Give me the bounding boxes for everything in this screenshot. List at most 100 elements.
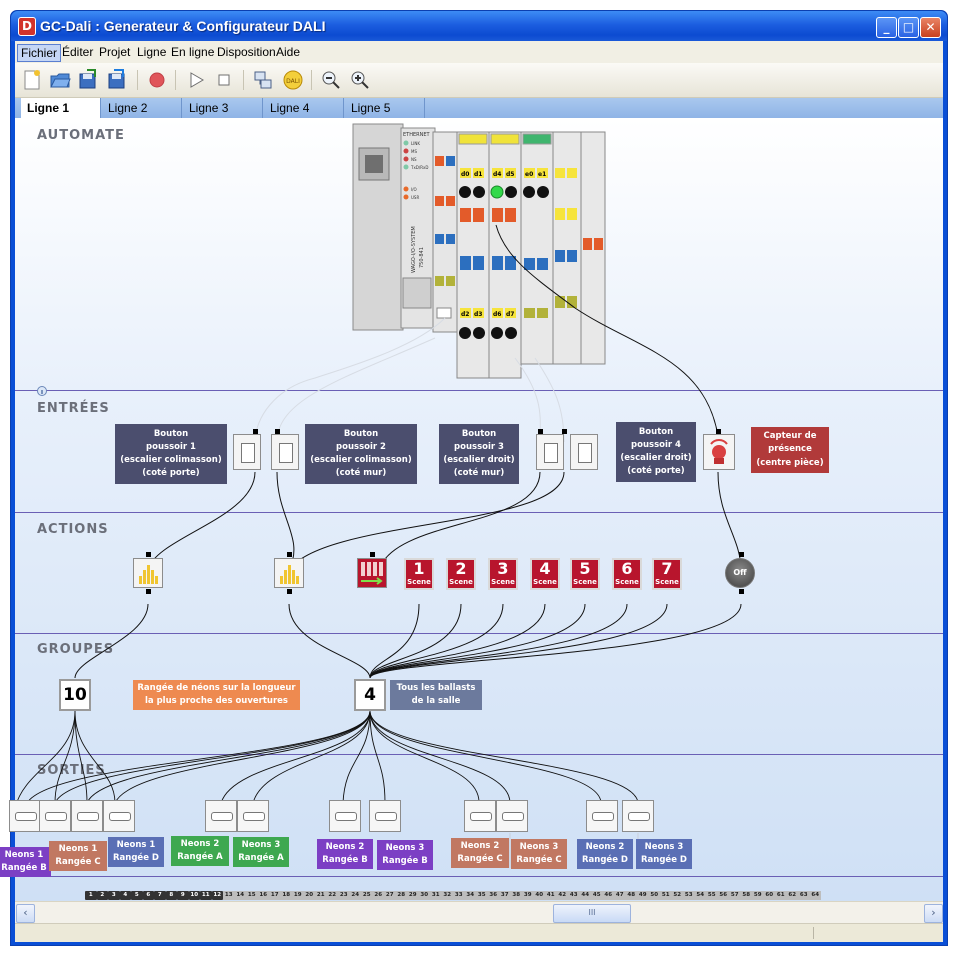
address-free[interactable]: 18: [280, 891, 292, 900]
address-free[interactable]: 47: [614, 891, 626, 900]
title-bar[interactable]: D GC-Dali : Generateur & Configurateur D…: [11, 11, 947, 41]
address-free[interactable]: 23: [338, 891, 350, 900]
address-free[interactable]: 62: [786, 891, 798, 900]
address-free[interactable]: 31: [430, 891, 442, 900]
ballast-icon[interactable]: [9, 800, 41, 832]
address-used[interactable]: 3: [108, 891, 120, 900]
address-free[interactable]: 33: [453, 891, 465, 900]
address-free[interactable]: 22: [326, 891, 338, 900]
maximize-icon[interactable]: □: [898, 17, 919, 38]
zoom-in-icon[interactable]: [349, 69, 371, 91]
address-free[interactable]: 19: [292, 891, 304, 900]
presence-sensor-icon[interactable]: [703, 434, 735, 470]
pushbutton-2-icon[interactable]: [271, 434, 299, 470]
address-free[interactable]: 52: [671, 891, 683, 900]
ballast-icon[interactable]: [496, 800, 528, 832]
dimmer-action-icon[interactable]: [133, 558, 163, 588]
address-used[interactable]: 7: [154, 891, 166, 900]
menu-aide[interactable]: Aide: [276, 45, 301, 59]
scroll-right-icon[interactable]: ›: [924, 904, 943, 923]
group-4-icon[interactable]: 4: [354, 679, 386, 711]
dali-lamp-icon[interactable]: DALI: [282, 69, 304, 91]
minimize-icon[interactable]: _: [876, 17, 897, 38]
scroll-thumb[interactable]: III: [553, 904, 631, 923]
address-free[interactable]: 50: [648, 891, 660, 900]
address-used[interactable]: 12: [211, 891, 223, 900]
tab-ligne-4[interactable]: Ligne 4: [264, 98, 344, 118]
port-dot[interactable]: [287, 589, 292, 594]
address-free[interactable]: 29: [407, 891, 419, 900]
port-dot[interactable]: [562, 429, 567, 434]
address-free[interactable]: 20: [303, 891, 315, 900]
address-used[interactable]: 1: [85, 891, 97, 900]
address-free[interactable]: 16: [257, 891, 269, 900]
address-used[interactable]: 11: [200, 891, 212, 900]
port-dot[interactable]: [370, 552, 375, 557]
address-used[interactable]: 4: [119, 891, 131, 900]
address-used[interactable]: 5: [131, 891, 143, 900]
address-free[interactable]: 21: [315, 891, 327, 900]
pushbutton-1-icon[interactable]: [233, 434, 261, 470]
stop-icon[interactable]: [213, 69, 235, 91]
port-dot[interactable]: [146, 552, 151, 557]
menu-disposition[interactable]: Disposition: [217, 45, 276, 59]
address-free[interactable]: 51: [660, 891, 672, 900]
horizontal-scrollbar[interactable]: ‹ III ›: [15, 901, 943, 923]
menu-editer[interactable]: Éditer: [62, 45, 94, 59]
record-icon[interactable]: [146, 69, 168, 91]
pushbutton-4-icon[interactable]: [570, 434, 598, 470]
address-free[interactable]: 14: [234, 891, 246, 900]
address-used[interactable]: 9: [177, 891, 189, 900]
address-free[interactable]: 63: [798, 891, 810, 900]
tab-ligne-2[interactable]: Ligne 2: [102, 98, 182, 118]
ballast-icon[interactable]: [622, 800, 654, 832]
port-dot[interactable]: [739, 552, 744, 557]
address-free[interactable]: 57: [729, 891, 741, 900]
address-free[interactable]: 27: [384, 891, 396, 900]
address-used[interactable]: 6: [142, 891, 154, 900]
scroll-left-icon[interactable]: ‹: [16, 904, 35, 923]
diagram-canvas[interactable]: AUTOMATE ENTRÉES ACTIONS GROUPES SORTIES…: [0, 118, 943, 901]
ballast-icon[interactable]: [103, 800, 135, 832]
ballast-icon[interactable]: [464, 800, 496, 832]
address-free[interactable]: 39: [522, 891, 534, 900]
address-free[interactable]: 58: [740, 891, 752, 900]
ballast-icon[interactable]: [329, 800, 361, 832]
pushbutton-3-icon[interactable]: [536, 434, 564, 470]
menu-en-ligne[interactable]: En ligne: [171, 45, 215, 59]
address-free[interactable]: 53: [683, 891, 695, 900]
address-free[interactable]: 15: [246, 891, 258, 900]
address-free[interactable]: 25: [361, 891, 373, 900]
address-free[interactable]: 59: [752, 891, 764, 900]
address-free[interactable]: 36: [487, 891, 499, 900]
group-10-icon[interactable]: 10: [59, 679, 91, 711]
address-free[interactable]: 55: [706, 891, 718, 900]
tab-ligne-5[interactable]: Ligne 5: [345, 98, 425, 118]
address-free[interactable]: 48: [625, 891, 637, 900]
address-free[interactable]: 64: [809, 891, 821, 900]
ballast-icon[interactable]: [586, 800, 618, 832]
sequence-action-icon[interactable]: [357, 558, 387, 588]
address-free[interactable]: 44: [579, 891, 591, 900]
address-free[interactable]: 41: [545, 891, 557, 900]
port-dot[interactable]: [275, 429, 280, 434]
